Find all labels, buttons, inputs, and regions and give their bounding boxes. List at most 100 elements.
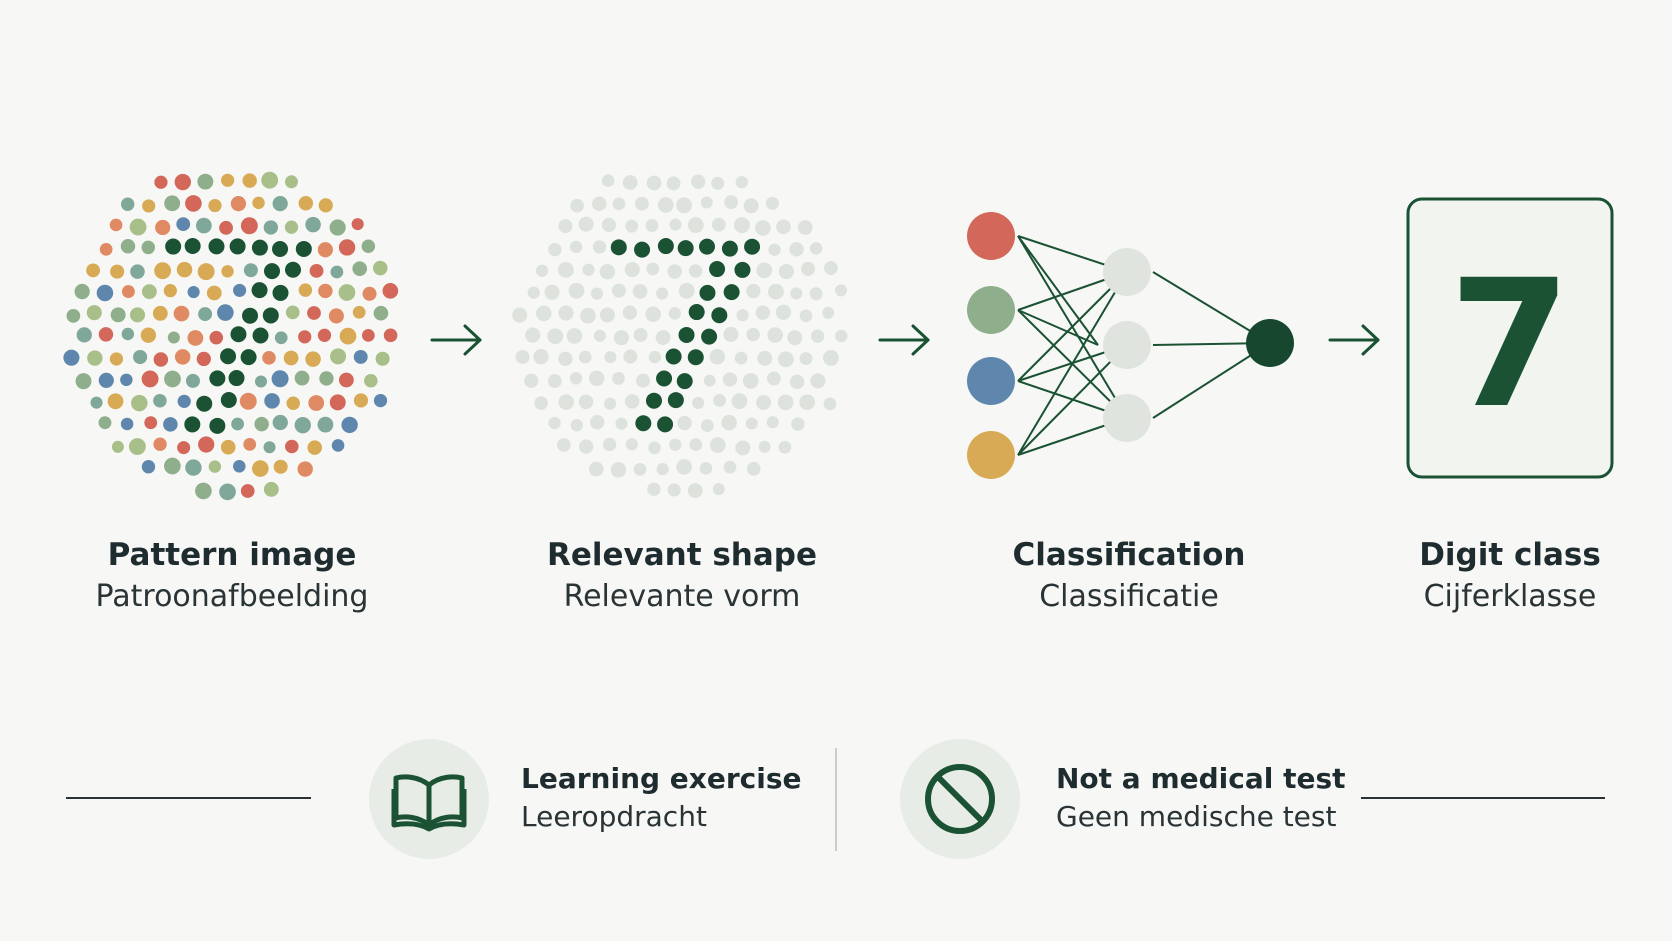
pattern-dot xyxy=(233,459,246,473)
pattern-dot xyxy=(86,305,102,321)
hidden-node xyxy=(1103,394,1151,442)
pattern-dot xyxy=(129,218,147,236)
pattern-dot xyxy=(128,438,146,456)
pattern-dot xyxy=(724,195,739,210)
pattern-dot xyxy=(86,263,101,278)
pattern-dot xyxy=(364,374,378,388)
pattern-dot xyxy=(298,196,314,211)
hidden-node xyxy=(1103,248,1151,296)
digit-dot xyxy=(196,395,213,412)
pattern-dot xyxy=(657,197,674,213)
pattern-dot xyxy=(558,305,574,321)
pattern-dot xyxy=(177,441,191,455)
book-icon xyxy=(369,739,489,859)
pattern-dot xyxy=(176,261,193,278)
pattern-dot xyxy=(285,175,298,189)
pattern-dot xyxy=(155,219,171,236)
pattern-dot xyxy=(534,396,548,410)
pattern-dot xyxy=(578,394,594,410)
pattern-dot xyxy=(140,327,157,343)
digit-dot xyxy=(711,307,728,324)
pattern-dot xyxy=(713,394,726,407)
pattern-dot xyxy=(768,243,781,256)
pattern-dot xyxy=(240,217,258,235)
step-title: Digit class xyxy=(1419,537,1601,573)
digit-dot xyxy=(230,326,247,343)
input-node xyxy=(967,286,1015,334)
pattern-dot xyxy=(208,198,222,213)
pattern-dot xyxy=(196,351,211,367)
pattern-dot xyxy=(187,285,200,299)
pattern-dot xyxy=(756,262,773,279)
pattern-dot xyxy=(610,462,627,478)
pattern-dot xyxy=(580,307,596,324)
pattern-dot xyxy=(141,460,156,474)
pattern-dot xyxy=(635,196,649,211)
pattern-dot xyxy=(361,239,376,254)
input-node xyxy=(967,357,1015,405)
pattern-dot xyxy=(338,239,356,256)
pattern-dot xyxy=(734,351,748,365)
pattern-dot xyxy=(243,437,257,451)
pattern-dot xyxy=(329,219,346,236)
pattern-dot xyxy=(285,439,299,454)
digit-dot xyxy=(635,415,652,432)
pattern-dot xyxy=(535,264,549,277)
pattern-dot xyxy=(646,175,662,191)
pattern-dot xyxy=(834,284,848,297)
pattern-dot xyxy=(731,393,748,410)
digit-dot xyxy=(657,238,674,255)
pattern-dot xyxy=(735,440,751,456)
pattern-dot xyxy=(217,304,234,321)
pattern-dot xyxy=(688,264,703,278)
input-node xyxy=(967,431,1015,479)
pattern-dot xyxy=(120,197,135,211)
pattern-dot xyxy=(823,397,837,411)
digit-dot xyxy=(262,307,279,324)
pattern-dot xyxy=(252,460,269,477)
pattern-dot xyxy=(98,327,114,342)
pattern-dot xyxy=(711,217,726,232)
pattern-dot xyxy=(338,284,356,301)
pattern-dot xyxy=(687,483,703,499)
pattern-dot xyxy=(646,262,660,276)
pattern-dot xyxy=(612,372,625,385)
pattern-dot xyxy=(133,349,148,365)
pattern-dot xyxy=(547,374,562,389)
pattern-dot xyxy=(319,371,334,386)
pattern-dot xyxy=(317,328,332,342)
pattern-dot xyxy=(691,174,706,189)
pattern-dot xyxy=(153,352,169,367)
digit-dot xyxy=(667,392,684,409)
pattern-dot xyxy=(141,284,157,300)
pattern-dot xyxy=(599,307,615,323)
pattern-dot xyxy=(330,348,347,365)
pattern-dot xyxy=(198,307,213,322)
digit-dot xyxy=(723,284,740,301)
pattern-dot xyxy=(622,305,638,320)
pattern-dot xyxy=(121,285,135,299)
pattern-dot xyxy=(746,283,761,299)
pattern-dot xyxy=(823,349,839,366)
pattern-dot xyxy=(96,284,114,302)
pattern-dot xyxy=(723,460,737,474)
pattern-dot xyxy=(383,328,398,343)
step-subtitle: Patroonafbeelding xyxy=(95,579,369,614)
pattern-dot xyxy=(633,327,648,342)
pattern-image-plate xyxy=(63,171,399,501)
pattern-dot xyxy=(309,263,324,278)
pattern-dot xyxy=(197,263,215,281)
digit-dot xyxy=(209,370,226,387)
pattern-dot xyxy=(777,351,794,368)
pattern-dot xyxy=(633,462,647,476)
pattern-dot xyxy=(791,417,805,431)
pattern-dot xyxy=(625,219,639,233)
pattern-dot xyxy=(263,220,278,235)
pattern-dot xyxy=(789,374,805,390)
pattern-dot xyxy=(799,309,813,323)
pattern-dot xyxy=(709,437,726,453)
pattern-dot xyxy=(667,264,682,279)
note-title: Learning exercise xyxy=(521,762,802,795)
pattern-dot xyxy=(361,329,375,342)
prohibited-icon xyxy=(900,739,1020,859)
